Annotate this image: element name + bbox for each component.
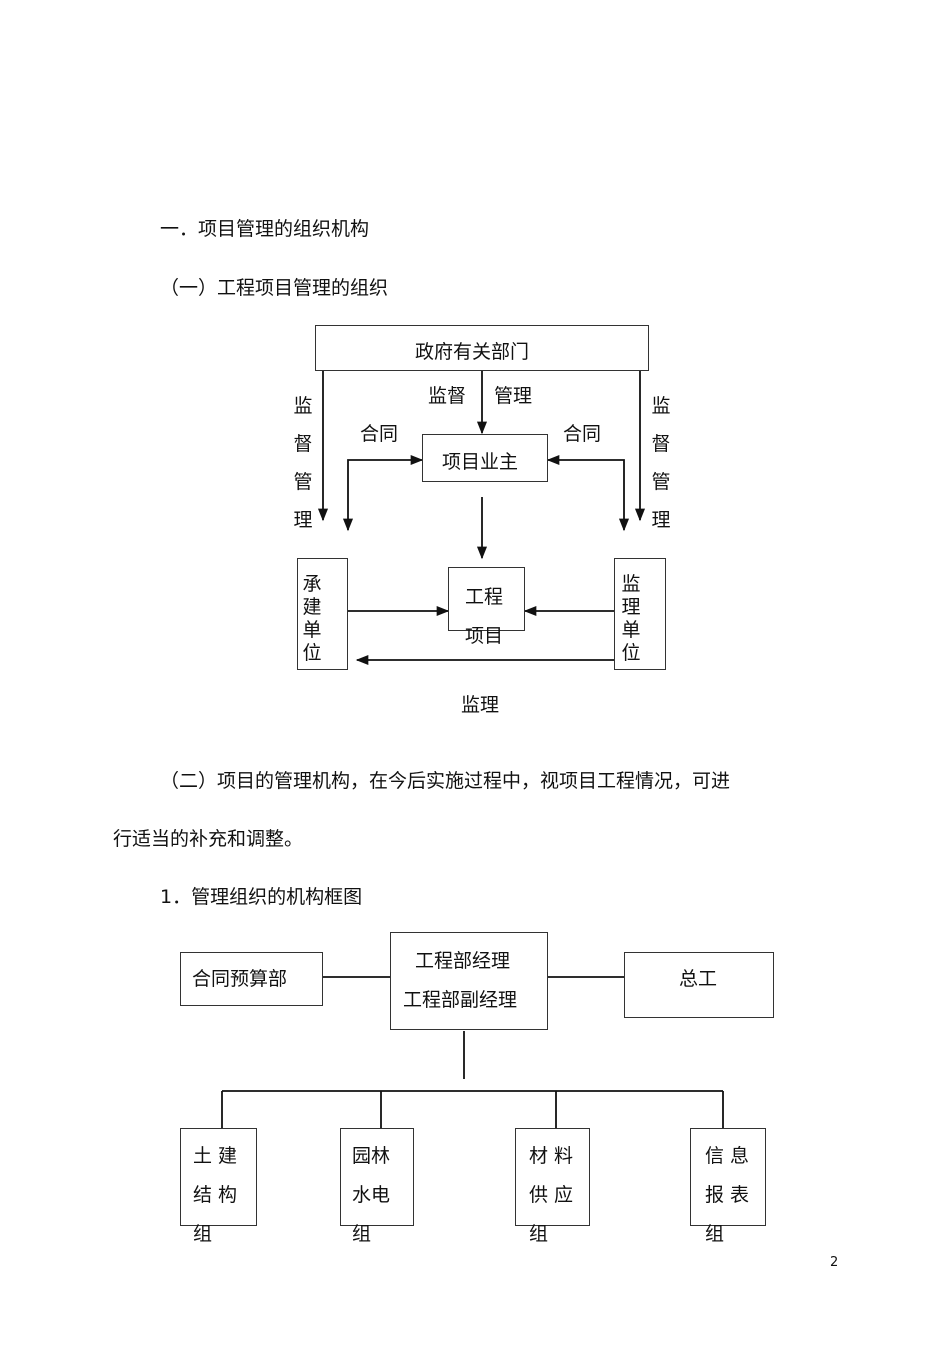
manager-box xyxy=(390,932,548,1030)
group-garden-label-2: 水电 xyxy=(352,1184,391,1206)
gov-box xyxy=(315,325,649,371)
group-garden-box xyxy=(340,1128,414,1226)
owner-box xyxy=(422,434,548,482)
contractor-box xyxy=(297,558,348,670)
manager-label-1: 工程部经理 xyxy=(415,950,511,972)
supervise-left-label: 监督管理 xyxy=(293,395,313,531)
page-number: 2 xyxy=(830,1255,839,1270)
arrow-contract-left xyxy=(342,454,424,532)
gov-label: 政府有关部门 xyxy=(415,341,530,363)
group-info-label-3: 组 xyxy=(705,1223,725,1245)
paragraph-line-1: （二）项目的管理机构，在今后实施过程中，视项目工程情况，可进 xyxy=(160,770,731,792)
group-material-label-3: 组 xyxy=(529,1223,549,1245)
group-info-label-1: 信 息 xyxy=(705,1145,750,1167)
group-civil-label-2: 结 构 xyxy=(193,1184,238,1206)
project-box xyxy=(448,567,525,631)
heading-2: （一）工程项目管理的组织 xyxy=(160,277,389,299)
contract-budget-label: 合同预算部 xyxy=(192,968,288,990)
contract-budget-box xyxy=(180,952,323,1006)
supervision-label: 监理 xyxy=(461,694,500,716)
heading-1: 一．项目管理的组织机构 xyxy=(160,218,370,240)
manager-label-2: 工程部副经理 xyxy=(403,989,518,1011)
paragraph-line-2: 行适当的补充和调整。 xyxy=(113,828,304,850)
group-material-box xyxy=(515,1128,590,1226)
contract-left-label: 合同 xyxy=(360,423,399,445)
group-material-label-1: 材 料 xyxy=(529,1145,574,1167)
supervise-right-label: 监督管理 xyxy=(651,395,671,531)
group-garden-label-3: 组 xyxy=(352,1223,372,1245)
supervisor-box xyxy=(614,558,666,670)
project-label-1: 工程 xyxy=(465,586,504,608)
chief-engineer-label: 总工 xyxy=(679,968,718,990)
project-label-2: 项目 xyxy=(465,625,504,647)
supervise-center-1: 监督 xyxy=(428,385,467,407)
group-info-label-2: 报 表 xyxy=(705,1184,750,1206)
group-info-box xyxy=(690,1128,766,1226)
group-civil-label-1: 土 建 xyxy=(193,1145,238,1167)
contractor-label: 承建单位 xyxy=(302,573,322,664)
supervisor-label: 监理单位 xyxy=(621,573,641,664)
contract-right-label: 合同 xyxy=(563,423,602,445)
group-civil-label-3: 组 xyxy=(193,1223,213,1245)
section-1-title: 1．管理组织的机构框图 xyxy=(160,886,363,908)
chief-engineer-box xyxy=(624,952,774,1018)
supervise-center-2: 管理 xyxy=(494,385,533,407)
arrow-contract-right xyxy=(546,454,630,532)
group-garden-label-1: 园林 xyxy=(352,1145,391,1167)
group-civil-box xyxy=(180,1128,257,1226)
group-material-label-2: 供 应 xyxy=(529,1184,574,1206)
owner-label: 项目业主 xyxy=(442,451,519,473)
